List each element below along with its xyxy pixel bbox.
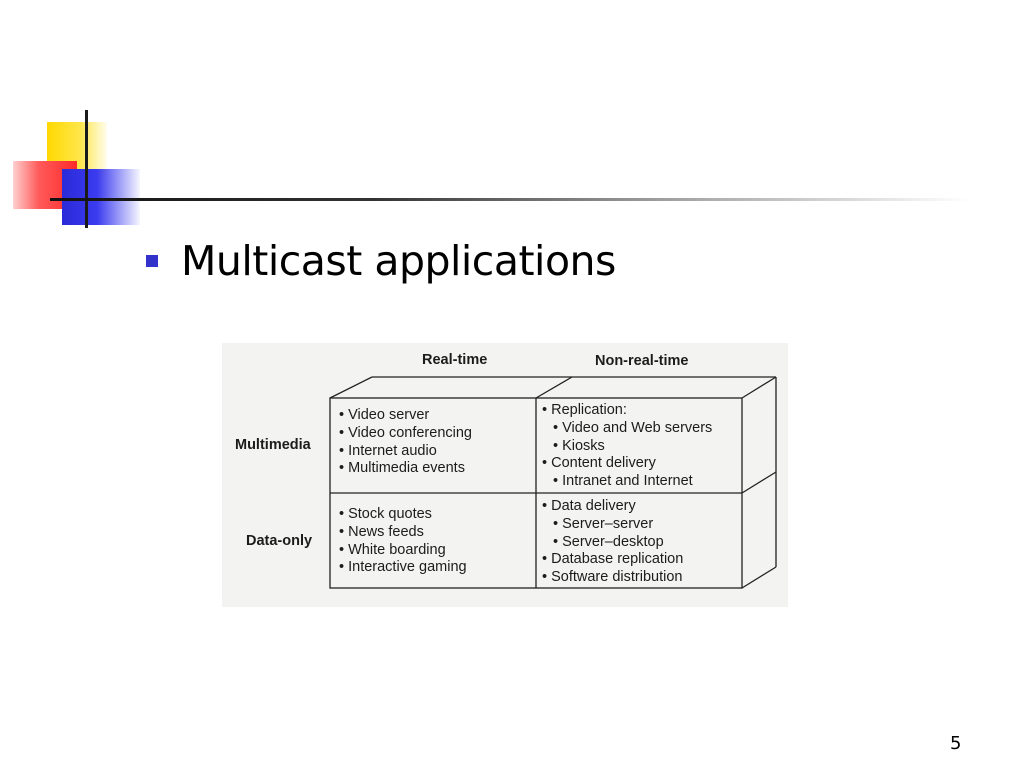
list-item: • Database replication: [542, 551, 684, 568]
list-item: • Interactive gaming: [339, 559, 467, 576]
list-item: • Software distribution: [542, 569, 683, 586]
blue-square: [62, 169, 140, 225]
bullet-item: Multicast applications: [146, 233, 616, 289]
list-item: • Internet audio: [339, 442, 437, 459]
list-subitem: • Intranet and Internet: [553, 473, 693, 490]
list-item: • Multimedia events: [339, 460, 465, 477]
bullet-square-icon: [146, 255, 158, 267]
list-item: • Data delivery: [542, 498, 636, 514]
col-header-realtime: Real-time: [422, 352, 488, 368]
title-rule: [50, 198, 970, 201]
page-number: 5: [950, 733, 962, 754]
list-subitem: • Kiosks: [553, 437, 605, 454]
col-header-nonrealtime: Non-real-time: [595, 353, 689, 369]
list-item: • Stock quotes: [339, 506, 432, 522]
list-item: • Content delivery: [542, 455, 656, 472]
row-header-data-only: Data-only: [246, 533, 313, 549]
list-item: • Replication:: [542, 402, 627, 418]
cell-data-nonrealtime: • Data delivery • Server–server • Server…: [542, 498, 683, 587]
vertical-rule: [85, 110, 88, 228]
cell-multimedia-realtime: • Video server • Video conferencing • In…: [339, 407, 472, 478]
list-item: • News feeds: [339, 523, 424, 540]
list-subitem: • Video and Web servers: [553, 419, 713, 436]
list-item: • Video conferencing: [339, 424, 472, 441]
cell-multimedia-nonrealtime: • Replication: • Video and Web servers •…: [542, 402, 712, 491]
list-item: • Video server: [339, 407, 430, 423]
list-subitem: • Server–desktop: [553, 533, 664, 550]
figure-box-lines: [329, 376, 777, 589]
slide-logo-decoration: [0, 0, 160, 240]
multicast-applications-figure: Real-time Non-real-time Multimedia Data-…: [222, 343, 788, 607]
list-subitem: • Server–server: [553, 515, 654, 532]
list-item: • White boarding: [339, 541, 446, 558]
cell-data-realtime: • Stock quotes • News feeds • White boar…: [339, 506, 467, 577]
row-header-multimedia: Multimedia: [235, 437, 311, 453]
bullet-text: Multicast applications: [181, 237, 616, 285]
